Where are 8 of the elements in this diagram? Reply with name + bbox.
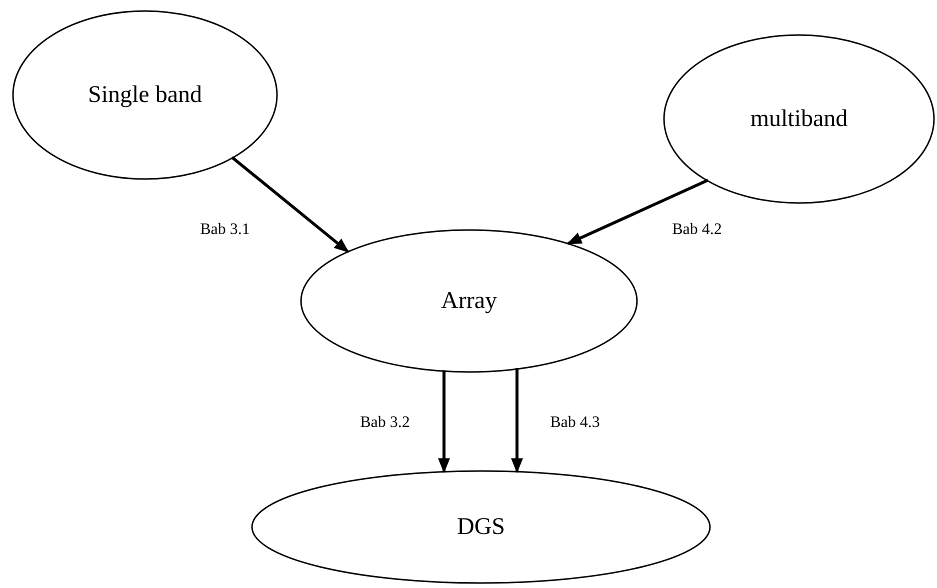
node-label: Single band	[88, 82, 202, 108]
arrow	[231, 156, 350, 253]
arrow	[511, 368, 523, 474]
node-label: DGS	[456, 514, 505, 540]
arrow	[438, 370, 450, 474]
node-label: multiband	[750, 106, 848, 132]
node-label: Array	[441, 288, 497, 314]
arrow	[566, 178, 709, 246]
